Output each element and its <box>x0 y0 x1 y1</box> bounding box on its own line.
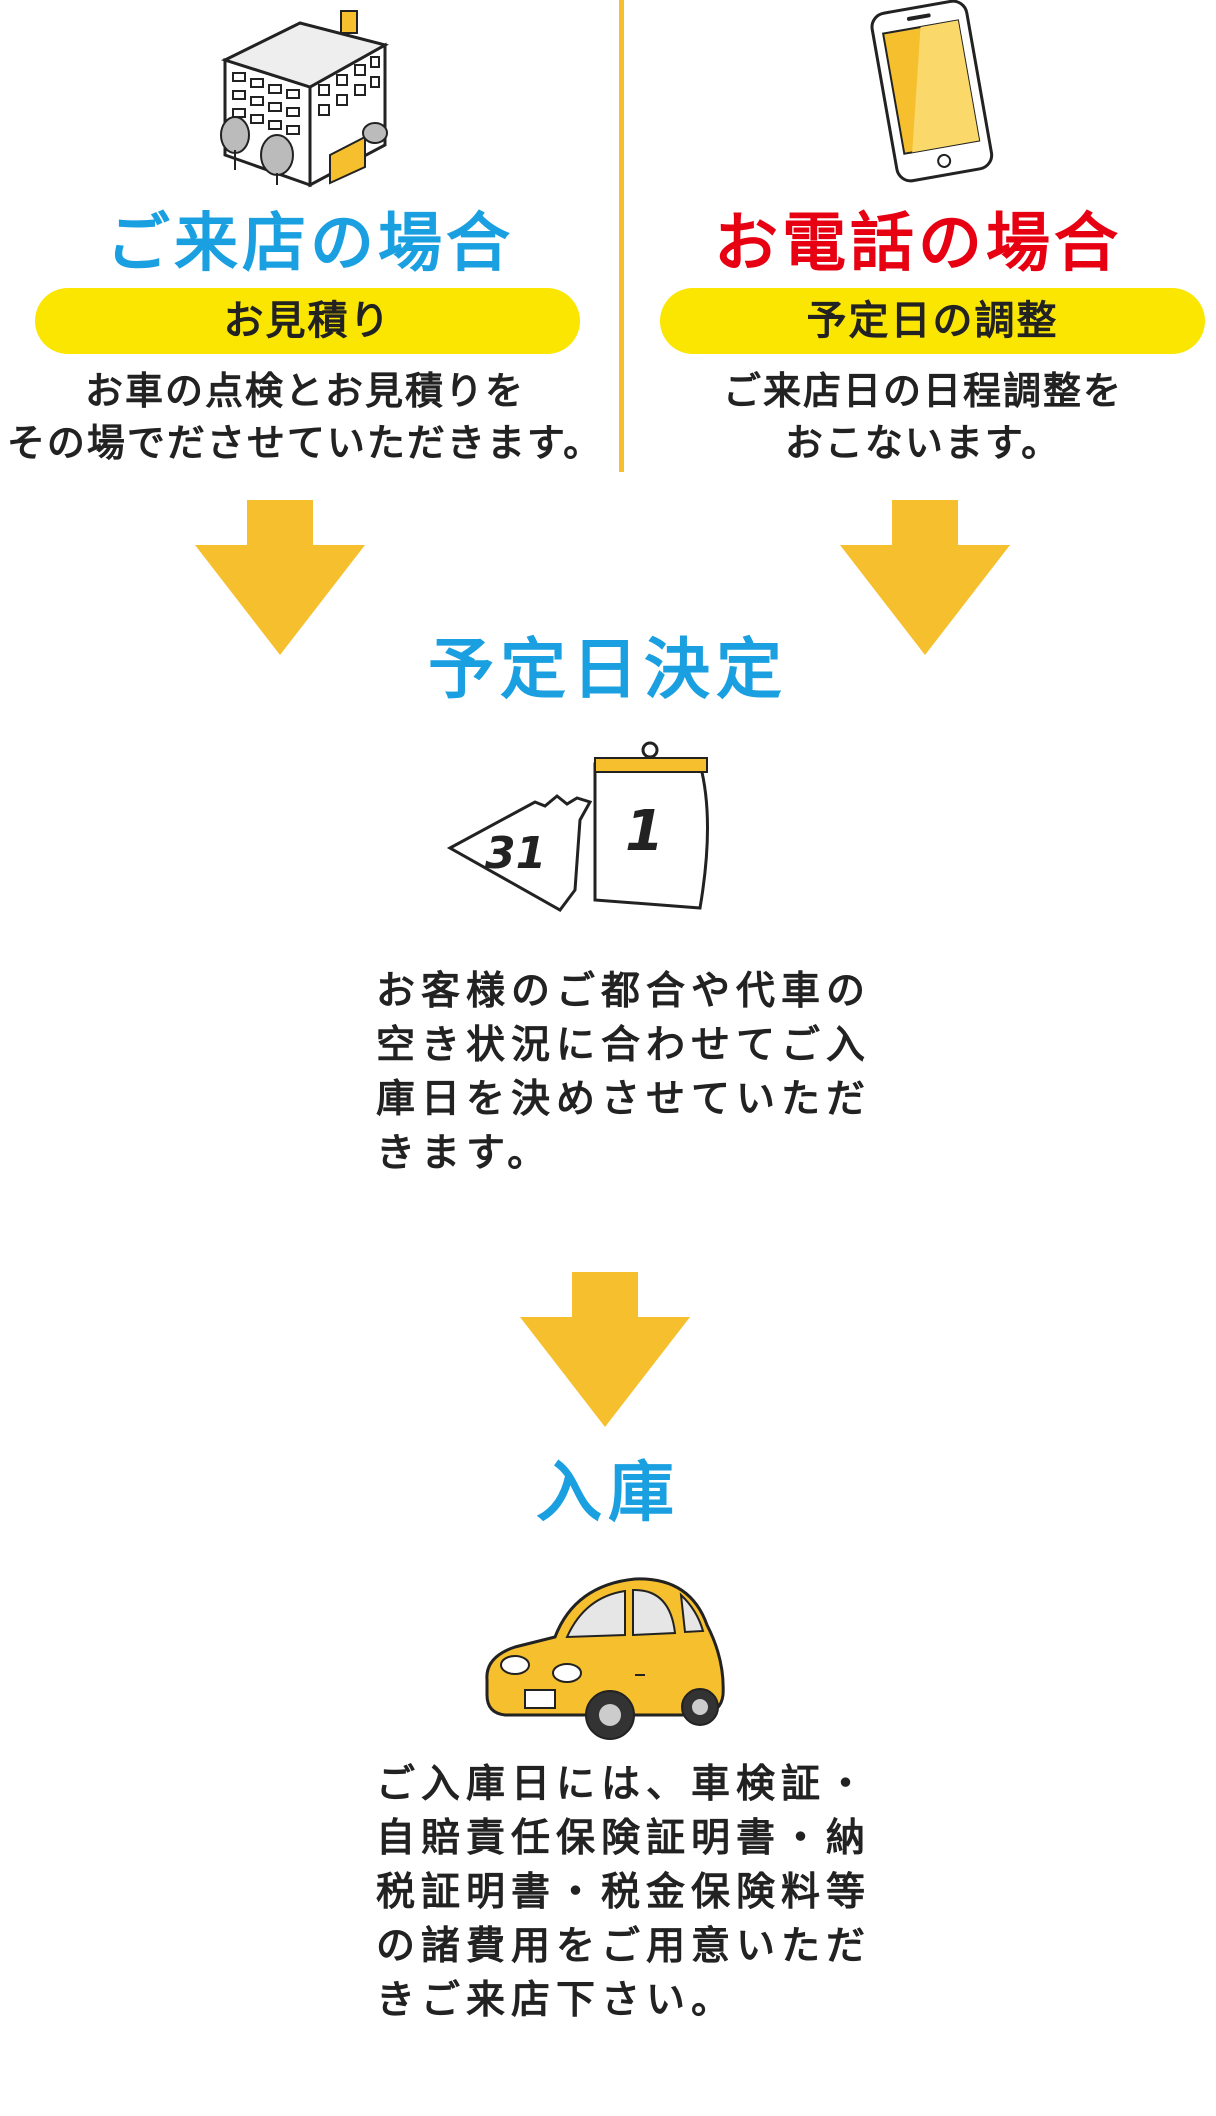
entry-body: ご入庫日には、車検証・ 自賠責任保険証明書・納 税証明書・税金保険料等 の諸費用… <box>376 1758 871 2028</box>
phone-desc-line: ご来店日の日程調整を <box>722 369 1123 413</box>
schedule-body: お客様のご都合や代車の 空き状況に合わせてご入 庫日を決めさせていただ きます。 <box>376 965 871 1181</box>
phone-pill: 予定日の調整 <box>660 288 1205 354</box>
schedule-body-line: 空き状況に合わせてご入 <box>376 1023 872 1068</box>
calendar-next-day: 1 <box>625 799 664 864</box>
schedule-body-line: きます。 <box>376 1131 553 1176</box>
down-arrow-icon <box>520 1272 690 1427</box>
phone-description: ご来店日の日程調整を おこないます。 <box>630 365 1216 469</box>
calendar-prev-day: 31 <box>485 828 546 879</box>
down-arrow-icon <box>195 500 365 655</box>
entry-body-line: ご入庫日には、車検証・ <box>376 1762 872 1807</box>
schedule-body-line: 庫日を決めさせていただ <box>376 1077 872 1122</box>
store-title: ご来店の場合 <box>106 207 514 281</box>
entry-body-line: の諸費用をご用意いただ <box>376 1924 872 1969</box>
phone-section: お電話の場合 <box>620 212 1216 276</box>
store-desc-line: お車の点検とお見積りを <box>84 369 525 413</box>
store-section: ご来店の場合 <box>0 212 620 276</box>
entry-body-line: 税証明書・税金保険料等 <box>376 1870 872 1915</box>
yellow-car-icon <box>475 1565 735 1745</box>
schedule-title: 予定日決定 <box>428 631 788 708</box>
phone-title: お電話の場合 <box>714 207 1122 281</box>
entry-title: 入庫 <box>536 1454 680 1531</box>
phone-desc-line: おこないます。 <box>784 421 1062 465</box>
entry-body-line: きご来店下さい。 <box>376 1978 737 2023</box>
schedule-body-line: お客様のご都合や代車の <box>376 969 872 1014</box>
down-arrow-icon <box>840 500 1010 655</box>
smartphone-icon <box>862 0 1002 185</box>
entry-body-line: 自賠責任保険証明書・納 <box>376 1816 872 1861</box>
store-description: お車の点検とお見積りを その場でださせていただきます。 <box>0 365 610 469</box>
store-desc-line: その場でださせていただきます。 <box>6 421 604 465</box>
office-building-icon <box>215 5 395 190</box>
store-pill: お見積り <box>35 288 580 354</box>
column-divider <box>619 0 624 472</box>
calendar-icon: 31 1 <box>445 740 725 915</box>
